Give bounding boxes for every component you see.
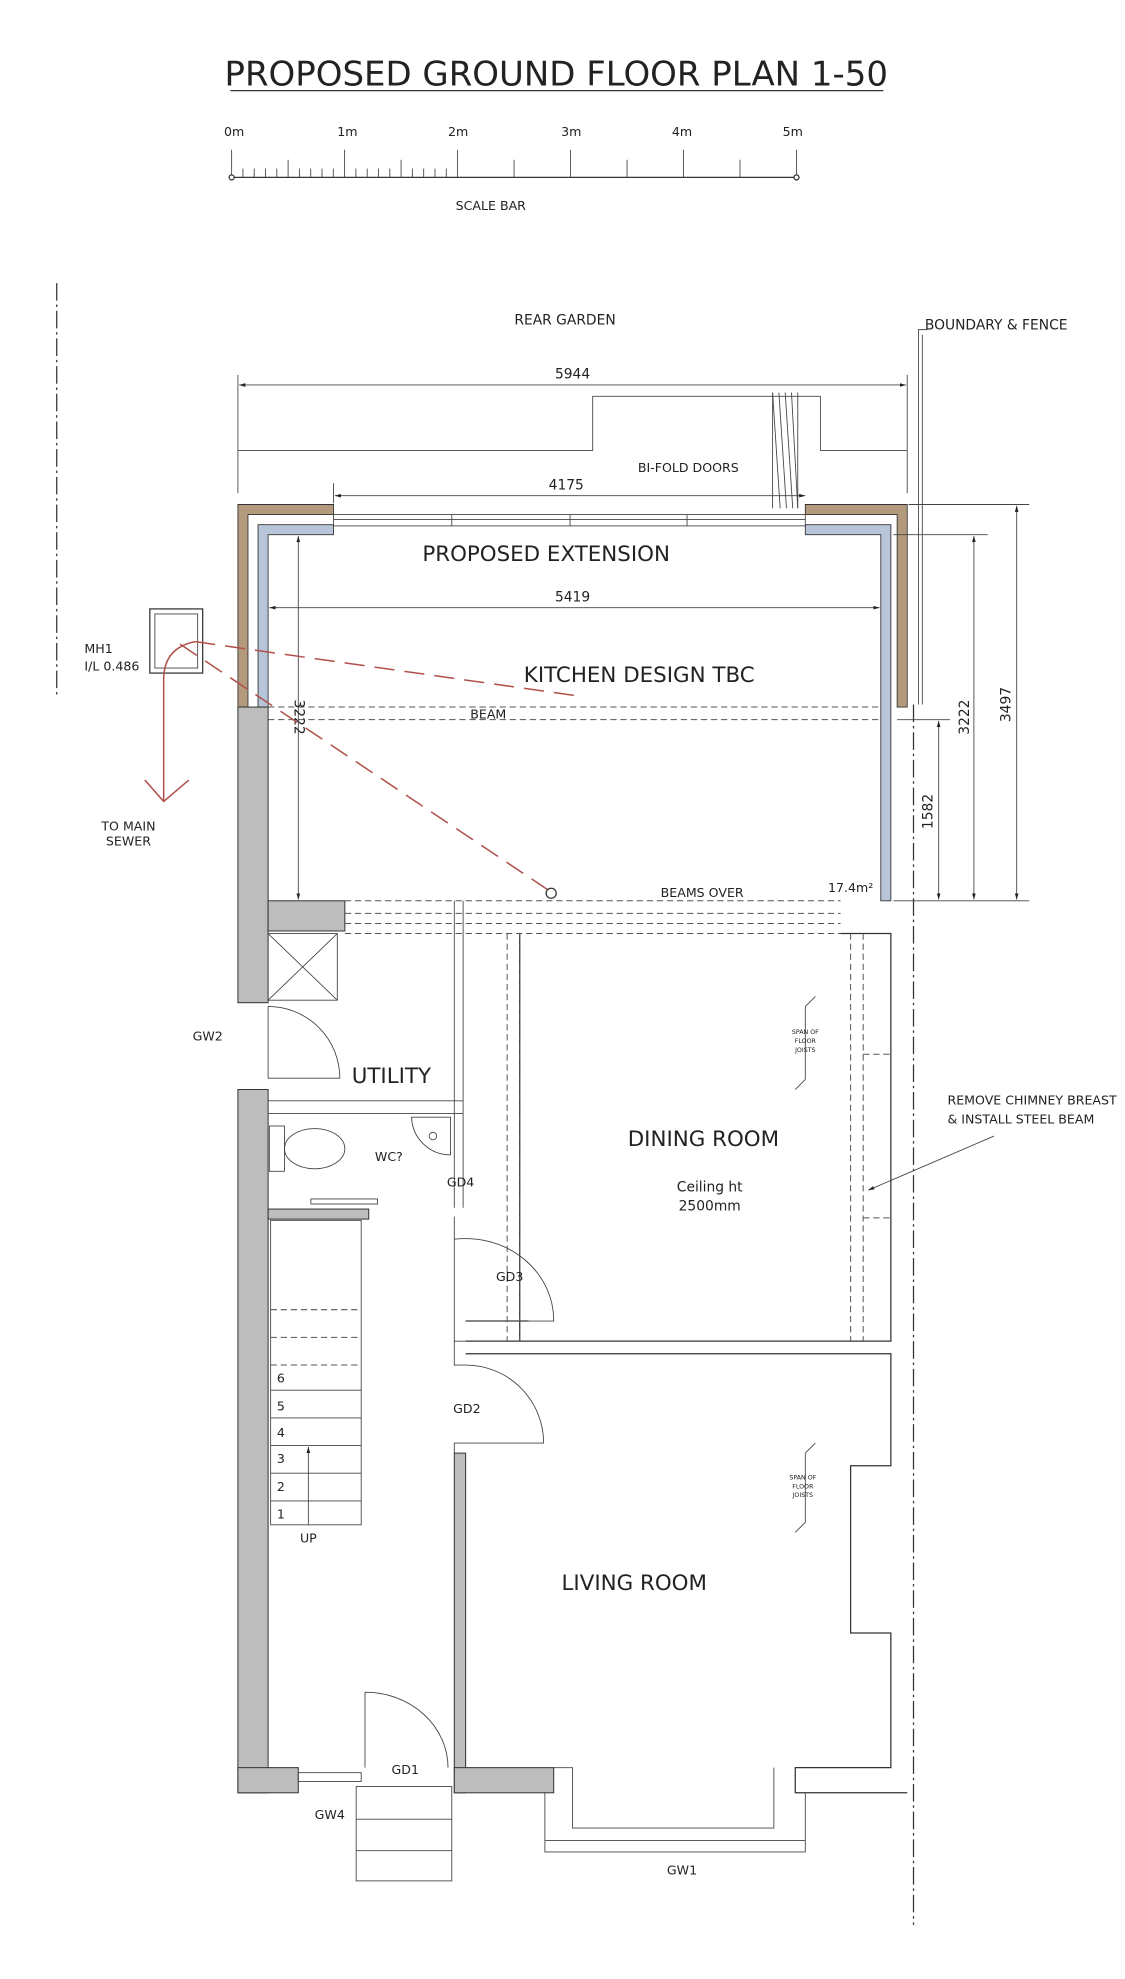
- drain-run-2: [179, 643, 548, 891]
- gd4-label: GD4: [447, 1174, 474, 1189]
- scale-label-1: 1m: [337, 124, 357, 139]
- stair-step-1: 1: [277, 1507, 285, 1522]
- boundary-label: BOUNDARY & FENCE: [925, 318, 1068, 334]
- right-dimensions: [893, 504, 1030, 902]
- utility-partition: [268, 900, 464, 1208]
- bifold-door-stack: [772, 392, 799, 509]
- window-gw4: [297, 1772, 362, 1782]
- span-label: JOISTS: [792, 1492, 813, 1499]
- beams-over: [344, 900, 841, 935]
- dim-5944-label: 5944: [555, 367, 590, 383]
- door-gd3-swing: [453, 1216, 555, 1322]
- proposed-extension-label: PROPOSED EXTENSION: [422, 542, 670, 567]
- rear-garden-label: REAR GARDEN: [514, 313, 615, 329]
- staircase: [270, 1219, 362, 1526]
- stair-up-label: UP: [300, 1530, 317, 1545]
- kitchen-label: KITCHEN DESIGN TBC: [524, 663, 755, 688]
- to-main-label: TO MAIN: [100, 818, 155, 833]
- chimney-arrow: [868, 1135, 995, 1191]
- scale-caption: SCALE BAR: [456, 198, 527, 213]
- patio-outline: [237, 395, 908, 451]
- boundary-fence: [918, 329, 928, 705]
- joist-span-dining: SPAN OF FLOOR JOISTS: [792, 996, 819, 1090]
- door-gd2-swing: [453, 1364, 545, 1454]
- mh1-label: MH1: [84, 641, 112, 656]
- invert-level-label: I/L 0.486: [84, 659, 139, 674]
- joist-span-living: SPAN OF FLOOR JOISTS: [789, 1442, 817, 1533]
- bay-window: [544, 1767, 806, 1853]
- gd1-label: GD1: [392, 1762, 419, 1777]
- area-label: 17.4m²: [828, 880, 873, 895]
- bifold-door-frame: [333, 514, 806, 527]
- span-label: FLOOR: [792, 1483, 814, 1490]
- scale-bar: 0m 1m 2m 3m 4m 5m SCALE BAR: [224, 124, 803, 213]
- living-room-outline: [465, 1353, 908, 1794]
- gw2-label: GW2: [193, 1028, 223, 1043]
- utility-label: UTILITY: [352, 1064, 432, 1089]
- scale-end: [793, 174, 800, 181]
- ceiling-height-label: 2500mm: [679, 1198, 741, 1214]
- scale-label-2: 2m: [448, 124, 468, 139]
- shelf: [310, 1198, 378, 1205]
- span-label: FLOOR: [795, 1038, 817, 1045]
- span-label: SPAN OF: [789, 1475, 816, 1482]
- gw4-label: GW4: [315, 1807, 345, 1822]
- stair-step-3: 3: [277, 1451, 285, 1466]
- chimney-note-1: REMOVE CHIMNEY BREAST: [947, 1093, 1117, 1108]
- utility-cupboard: [267, 933, 338, 1001]
- wc-label: WC?: [375, 1149, 403, 1164]
- dim-3222-right-label: 3222: [957, 700, 973, 735]
- door-gw2-swing: [267, 1006, 341, 1079]
- beam-label: BEAM: [470, 706, 506, 721]
- gd2-label: GD2: [453, 1401, 480, 1416]
- manhole-mh1: [149, 608, 204, 674]
- span-label: SPAN OF: [792, 1029, 819, 1036]
- dining-room-label: DINING ROOM: [628, 1127, 779, 1152]
- bifold-label: BI-FOLD DOORS: [638, 460, 739, 475]
- stair-step-6: 6: [277, 1371, 285, 1386]
- drain-to-sewer: [144, 640, 196, 803]
- span-label: JOISTS: [794, 1047, 815, 1054]
- plan-title: PROPOSED GROUND FLOOR PLAN 1-50: [224, 55, 887, 95]
- scale-label-5: 5m: [783, 124, 803, 139]
- chimney-note-2: & INSTALL STEEL BEAM: [947, 1111, 1094, 1126]
- gw1-label: GW1: [667, 1863, 697, 1878]
- drain-point: [545, 887, 557, 899]
- basin: [411, 1116, 451, 1156]
- beams-over-label: BEAMS OVER: [661, 885, 744, 900]
- front-steps: [355, 1786, 453, 1882]
- living-room-label: LIVING ROOM: [561, 1571, 706, 1596]
- door-gd1-swing: [364, 1691, 449, 1768]
- toilet: [268, 1125, 346, 1172]
- stair-step-5: 5: [277, 1398, 285, 1413]
- scale-label-4: 4m: [672, 124, 692, 139]
- dim-1582-label: 1582: [920, 794, 936, 829]
- dim-5419-label: 5419: [555, 589, 590, 605]
- drain-run-1: [195, 640, 577, 697]
- scale-end: [228, 174, 235, 181]
- stair-step-4: 4: [277, 1425, 285, 1440]
- ceiling-label: Ceiling ht: [677, 1179, 743, 1195]
- dim-4175-label: 4175: [549, 477, 584, 493]
- dim-3222-left-label: 3222: [291, 700, 307, 735]
- hall-wall: [453, 1321, 466, 1366]
- existing-walls: [237, 706, 555, 1794]
- scale-label-3: 3m: [561, 124, 581, 139]
- gd3-label: GD3: [496, 1269, 523, 1284]
- scale-label-0: 0m: [224, 124, 244, 139]
- stair-step-2: 2: [277, 1479, 285, 1494]
- sewer-label: SEWER: [106, 833, 151, 848]
- dim-3497-label: 3497: [998, 687, 1014, 722]
